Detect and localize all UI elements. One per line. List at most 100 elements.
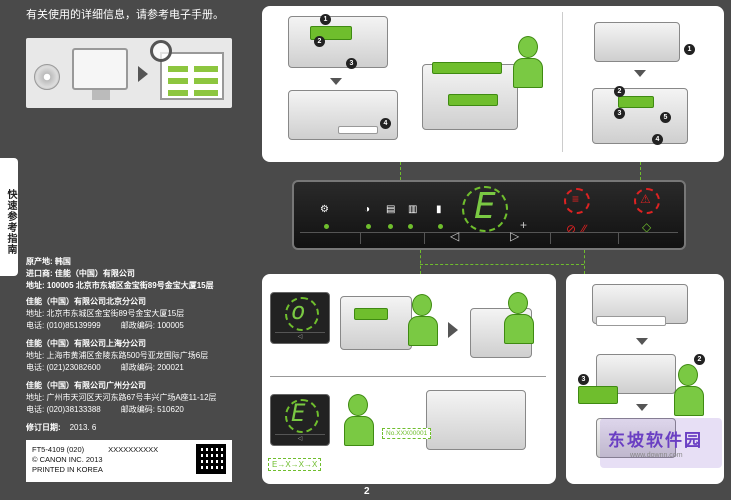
footer-printed: PRINTED IN KOREA xyxy=(32,465,103,474)
branch-phone: 电话: (020)38133388 xyxy=(26,405,101,414)
branch-phone: 电话: (021)23082600 xyxy=(26,363,101,372)
display-highlight-ring xyxy=(462,186,508,232)
footer-serial: XXXXXXXXXX xyxy=(108,445,159,454)
paper-alert-icon: ≡ xyxy=(572,192,580,206)
led-display: E xyxy=(474,186,496,227)
arrow-right-icon xyxy=(448,322,458,338)
copy-mode-icon[interactable]: ▤ xyxy=(386,204,396,215)
revision-date: 修订日期: 2013. 6 xyxy=(26,422,96,434)
density-icon[interactable]: ◑ xyxy=(364,204,371,215)
printer-control-panel: ⚙ ◑ ▤ ▥ ▮ E + ≡ ⊘ ∕∕ ⚠ ◇ ◁ ▷ xyxy=(292,180,686,250)
arrow-right-icon xyxy=(138,66,148,82)
branch-address: 地址: 北京市东城区金宝街89号金宝大厦15层 xyxy=(26,309,185,318)
branch-postcode: 邮政编码: 100005 xyxy=(120,321,184,330)
status-led xyxy=(438,224,443,229)
start-icon[interactable]: ◇ xyxy=(642,220,652,234)
importer-line: 进口商: 佳能（中国）有限公司 xyxy=(26,269,135,278)
manual-screen-icon xyxy=(160,52,224,100)
paper-load-panel: 2 3 xyxy=(566,274,724,484)
branch-phone: 电话: (010)85139999 xyxy=(26,321,101,330)
origin-line: 原产地: 韩国 xyxy=(26,257,71,266)
arrow-down-icon xyxy=(636,404,648,411)
watermark: 东坡软件园 www.downn.com xyxy=(600,418,722,468)
step-number: 2 xyxy=(614,86,625,97)
jammed-paper xyxy=(338,126,378,134)
arrow-down-icon xyxy=(634,70,646,77)
scan-mode-icon[interactable]: ▥ xyxy=(408,204,418,215)
section-divider xyxy=(270,376,546,377)
serial-number-label: No.XXX00001 xyxy=(382,428,432,439)
paper-highlight xyxy=(578,386,618,404)
importer-address: 地址: 100005 北京市东城区金宝街89号金宝大厦15层 xyxy=(26,281,214,290)
connector-line xyxy=(420,250,421,274)
printer-open-illustration xyxy=(340,296,412,350)
connector-line xyxy=(400,162,401,180)
branch-name: 佳能（中国）有限公司广州分公司 xyxy=(26,381,146,390)
step-number: 3 xyxy=(346,58,357,69)
reset-icon[interactable]: ∕∕ xyxy=(582,222,587,236)
watermark-title: 东坡软件园 xyxy=(608,431,703,451)
toner-icon[interactable]: ▮ xyxy=(436,204,442,215)
intro-text: 有关使用的详细信息，请参考电子手册。 xyxy=(26,9,224,21)
error-icon: ⚠ xyxy=(640,192,651,206)
branch-postcode: 邮政编码: 510620 xyxy=(120,405,184,414)
step-number: 1 xyxy=(320,14,331,25)
paper-tray xyxy=(596,316,666,326)
mini-display: E ◁ xyxy=(270,394,330,446)
step-number: 4 xyxy=(380,118,391,129)
paper-jam-panel: 1 2 3 4 1 2 3 5 4 xyxy=(262,6,724,162)
cd-disc-icon xyxy=(34,64,60,90)
stop-icon[interactable]: ⊘ xyxy=(566,222,577,236)
step-number: 2 xyxy=(694,354,705,365)
arrow-down-icon xyxy=(636,338,648,345)
mini-display-char: E xyxy=(291,399,306,427)
status-led xyxy=(324,224,329,229)
mini-display-char: o xyxy=(291,297,306,325)
error-alert-ring xyxy=(634,188,660,214)
branch-address: 地址: 广州市天河区天河东路67号丰兴广场A座11-12层 xyxy=(26,393,217,402)
step-number: 2 xyxy=(314,36,325,47)
step-number: 3 xyxy=(614,108,625,119)
toner-cartridge xyxy=(618,96,654,108)
printer-tray-illustration xyxy=(594,22,680,62)
error-code-panel: o ◁ E ◁ xyxy=(262,274,556,484)
qr-code-icon xyxy=(196,444,226,474)
printer-open-illustration xyxy=(288,16,388,68)
mini-display: o ◁ xyxy=(270,292,330,344)
branch-name: 佳能（中国）有限公司北京分公司 xyxy=(26,297,146,306)
footer-box: FT5-4109 (020)XXXXXXXXXX © CANON INC. 20… xyxy=(26,440,232,482)
paper-path-highlight xyxy=(448,94,498,106)
watermark-url: www.downn.com xyxy=(630,452,683,459)
beijing-branch: 佳能（中国）有限公司北京分公司 地址: 北京市东城区金宝街89号金宝大厦15层 … xyxy=(26,296,184,332)
status-led xyxy=(366,224,371,229)
page-number: 2 xyxy=(364,486,370,497)
connector-line xyxy=(420,264,584,265)
paper-alert-ring xyxy=(564,188,590,214)
right-arrow-button[interactable]: ▷ xyxy=(510,229,520,243)
panel-divider xyxy=(562,12,563,152)
connector-line xyxy=(640,162,641,180)
monitor-icon xyxy=(72,48,128,90)
printer-illustration xyxy=(426,390,526,450)
branch-postcode: 邮政编码: 200021 xyxy=(120,363,184,372)
revision-label: 修订日期: xyxy=(26,423,61,432)
magnifier-icon xyxy=(150,40,172,62)
error-sequence-label: E→X→X→X xyxy=(268,458,322,471)
branch-address: 地址: 上海市黄浦区金陵东路500号亚龙国际广场6层 xyxy=(26,351,209,360)
plus-button[interactable]: + xyxy=(520,218,528,232)
step-number: 3 xyxy=(578,374,589,385)
e-manual-illustration xyxy=(26,38,232,108)
settings-icon[interactable]: ⚙ xyxy=(320,204,329,215)
footer-copyright: © CANON INC. 2013 xyxy=(32,455,103,464)
connector-line xyxy=(584,250,585,274)
shanghai-branch: 佳能（中国）有限公司上海分公司 地址: 上海市黄浦区金陵东路500号亚龙国际广场… xyxy=(26,338,208,374)
left-arrow-button[interactable]: ◁ xyxy=(450,229,460,243)
status-led xyxy=(388,224,393,229)
paper-path-highlight xyxy=(432,62,502,74)
arrow-down-icon xyxy=(330,78,342,85)
printer-illustration xyxy=(596,418,676,458)
branch-name: 佳能（中国）有限公司上海分公司 xyxy=(26,339,146,348)
step-number: 4 xyxy=(652,134,663,145)
control-button-row: ◁ ▷ xyxy=(300,229,678,244)
step-number: 1 xyxy=(684,44,695,55)
